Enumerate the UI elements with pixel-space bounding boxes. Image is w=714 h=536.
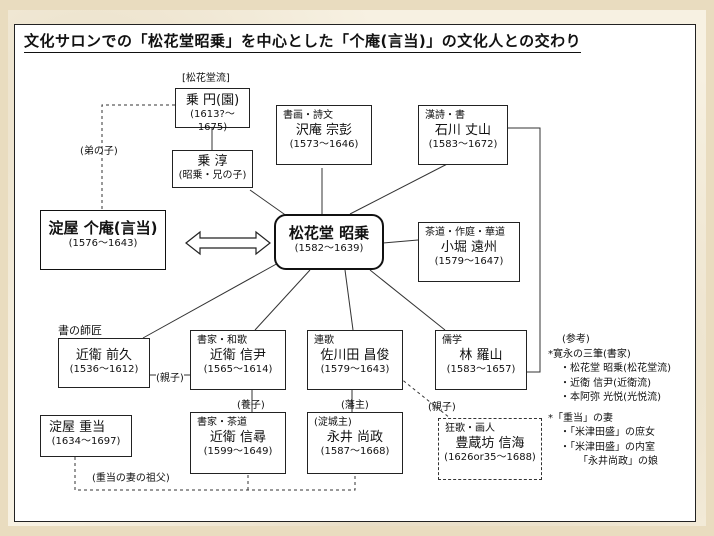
- relation-hanshu: (藩主): [341, 400, 369, 411]
- relation-yoshi: (養子): [237, 400, 265, 411]
- nagai-name: 永井 尚政: [326, 429, 384, 445]
- yodoya-kozan-box: 淀屋 个庵(言当) (1576～1643): [40, 210, 166, 270]
- shokado-shojo-name: 松花堂 昭乗: [288, 224, 370, 242]
- kobori-name: 小堀 遠州: [440, 239, 498, 255]
- shokado-shojo-box: 松花堂 昭乗 (1582～1639): [274, 214, 384, 270]
- takuan-years: (1573～1646): [289, 138, 359, 150]
- joen-box: 乗 円(園) (1613?～1675): [175, 88, 250, 133]
- nobuhiro-years: (1599～1649): [203, 445, 273, 457]
- kobori-years: (1579～1647): [434, 255, 504, 267]
- sakihisa-name: 近衛 前久: [75, 348, 133, 363]
- note-line: ・松花堂 昭乗(松花堂流): [560, 363, 671, 374]
- note-line: ・近衛 信尹(近衛流): [560, 377, 651, 389]
- hayashi-role: 儒学: [442, 335, 462, 346]
- ishikawa-name: 石川 丈山: [434, 122, 492, 138]
- yodoya-kozan-name: 淀屋 个庵(言当): [48, 219, 158, 237]
- nagai-box: (淀城主) 永井 尚政 (1587～1668): [307, 412, 403, 474]
- takuan-name: 沢庵 宗彭: [295, 122, 353, 138]
- shokado-shojo-years: (1582～1639): [294, 242, 364, 254]
- note-line: (参考): [562, 334, 590, 345]
- joen-years: (1613?～1675): [190, 109, 235, 133]
- kobori-role: 茶道・作庭・華道: [425, 227, 505, 238]
- shigeto-name: 淀屋 重当: [49, 420, 106, 435]
- hayashi-years: (1583～1657): [446, 363, 516, 375]
- sakyuta-box: 連歌 佐川田 昌俊 (1579～1643): [307, 330, 403, 390]
- sakyuta-name: 佐川田 昌俊: [320, 347, 390, 363]
- nobutada-name: 近衛 信尹: [209, 347, 267, 363]
- shinkai-name: 豊蔵坊 信海: [455, 435, 525, 451]
- jojun-note: (昭乗・兄の子): [178, 170, 247, 182]
- nagai-role: (淀城主): [314, 417, 352, 428]
- hayashi-name: 林 羅山: [459, 347, 503, 363]
- kobori-box: 茶道・作庭・華道 小堀 遠州 (1579～1647): [418, 222, 520, 282]
- note-line: 「永井尚政」の娘: [578, 456, 658, 467]
- hayashi-box: 儒学 林 羅山 (1583～1657): [435, 330, 527, 390]
- note-line: ・「米津田盛」の内室: [560, 441, 655, 453]
- note-line: ・本阿弥 光悦(光悦流): [560, 392, 661, 403]
- relation-oyako-konoe: (親子): [156, 369, 184, 384]
- shokado-school-label: [松花堂流]: [182, 73, 230, 84]
- reference-notes: (参考) *寛永の三筆(書家) ・松花堂 昭乗(松花堂流) ・近衛 信尹(近衛流…: [548, 333, 671, 470]
- joen-name: 乗 円(園): [185, 93, 240, 108]
- relation-shigeto-wife-grandfather: (重当の妻の祖父): [92, 469, 170, 484]
- nobuhiro-box: 書家・茶道 近衛 信尋 (1599～1649): [190, 412, 286, 474]
- takuan-role: 書画・詩文: [283, 110, 333, 121]
- nobutada-years: (1565～1614): [203, 363, 273, 375]
- relation-otouto-no-ko: (弟の子): [80, 146, 118, 157]
- relation-oyako-shinkai: (親子): [428, 402, 456, 413]
- shinkai-box: 狂歌・画人 豊蔵坊 信海 (1626or35～1688): [438, 418, 542, 480]
- nobuhiro-name: 近衛 信尋: [209, 429, 267, 445]
- sakihisa-box: 近衛 前久 (1536～1612): [58, 338, 150, 388]
- jojun-name: 乗 淳: [197, 154, 228, 169]
- note-line: *「重当」の妻: [548, 412, 613, 424]
- diagram-title: 文化サロンでの「松花堂昭乗」を中心とした「个庵(言当)」の文化人との交わり: [24, 30, 582, 53]
- sakyuta-years: (1579～1643): [320, 363, 390, 375]
- note-line: ・「米津田盛」の庶女: [560, 427, 655, 438]
- nobutada-box: 書家・和歌 近衛 信尹 (1565～1614): [190, 330, 286, 390]
- note-line: *寛永の三筆(書家): [548, 348, 631, 360]
- ishikawa-role: 漢詩・書: [425, 110, 465, 121]
- shigeto-box: 淀屋 重当 (1634～1697): [40, 415, 132, 457]
- ishikawa-box: 漢詩・書 石川 丈山 (1583～1672): [418, 105, 508, 165]
- nagai-years: (1587～1668): [320, 445, 390, 457]
- nobuhiro-role: 書家・茶道: [197, 417, 247, 428]
- sakihisa-years: (1536～1612): [69, 364, 139, 376]
- jojun-box: 乗 淳 (昭乗・兄の子): [172, 150, 253, 188]
- yodoya-kozan-years: (1576～1643): [68, 237, 138, 249]
- relation-sho-no-shisho: 書の師匠: [58, 324, 102, 337]
- shigeto-years: (1634～1697): [51, 436, 121, 448]
- ishikawa-years: (1583～1672): [428, 138, 498, 150]
- sakyuta-role: 連歌: [314, 335, 334, 346]
- shinkai-role: 狂歌・画人: [445, 423, 495, 434]
- shinkai-years: (1626or35～1688): [444, 451, 536, 463]
- takuan-box: 書画・詩文 沢庵 宗彭 (1573～1646): [276, 105, 372, 165]
- nobutada-role: 書家・和歌: [197, 335, 247, 346]
